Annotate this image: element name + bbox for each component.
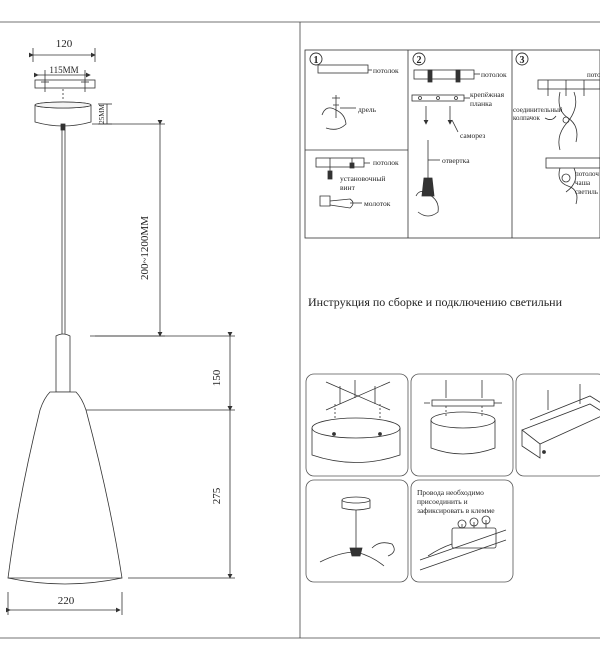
screw-label-line2: винт [340,183,356,192]
panel-hanging-lamp [319,496,395,567]
dim-mount-label: 115MM [49,65,78,75]
ceiling-cup-line3: светиль [575,188,598,196]
wire-note-line1: Провода необходимо [417,488,484,497]
wire-note-line2: присоединить и [417,497,468,506]
dim-width-label: 220 [58,595,75,607]
drill-label: дрель [358,105,377,114]
panel-rect-canopy [521,384,600,459]
ceiling-cup-line1: потолоч [575,170,599,178]
dim-top-label: 120 [56,38,73,50]
connector-label-line2: колпачок [513,114,541,122]
panel-bar-bracket [424,380,502,455]
step2-ceiling-label: потолок [481,70,507,79]
hammer-label: молоток [364,199,391,208]
svg-text:1: 1 [314,55,319,66]
mount-screw-left [41,70,49,92]
step2-plate-sketch [411,69,480,217]
wire-note-line3: зафиксировать в клемме [417,506,495,515]
ceiling-cup-line2: чаша [575,179,591,187]
svg-text:2: 2 [417,55,422,66]
steps-grid [304,49,600,239]
instruction-title: Инструкция по сборке и подключению свети… [308,295,563,309]
panel-cross-bracket [311,380,401,463]
step-number-3: 3 [515,52,529,66]
assembly-panels [305,373,600,583]
step3-wiring-sketch [537,79,600,205]
plate-label-line1: крепёжная [470,90,505,99]
dim-canopy-label: 25MM [98,104,106,124]
panel-terminal-block [419,515,507,571]
svg-text:3: 3 [520,55,525,66]
step-number-2: 2 [412,52,426,66]
step1-ceiling-label: потолок [373,66,399,75]
step1-drill-sketch [317,64,372,130]
screwdriver-label: отвертка [442,156,470,165]
dim-shade-label: 275 [211,487,223,504]
step1b-ceiling-label: потолок [373,158,399,167]
self-tap-label: саморез [460,131,485,140]
screw-label-line1: установочный [340,174,385,183]
step1-hammer-sketch [315,157,370,209]
plate-label-line2: планка [470,99,493,108]
dim-neck-label: 150 [211,369,223,386]
lamp-dimension-drawing [6,48,235,615]
mount-screw-right [81,70,89,92]
step3-ceiling-label: потолок [587,71,600,79]
dim-cable-label: 200~1200MM [139,216,151,280]
step-number-1: 1 [309,52,323,66]
connector-label-line1: соединительный [513,106,563,114]
